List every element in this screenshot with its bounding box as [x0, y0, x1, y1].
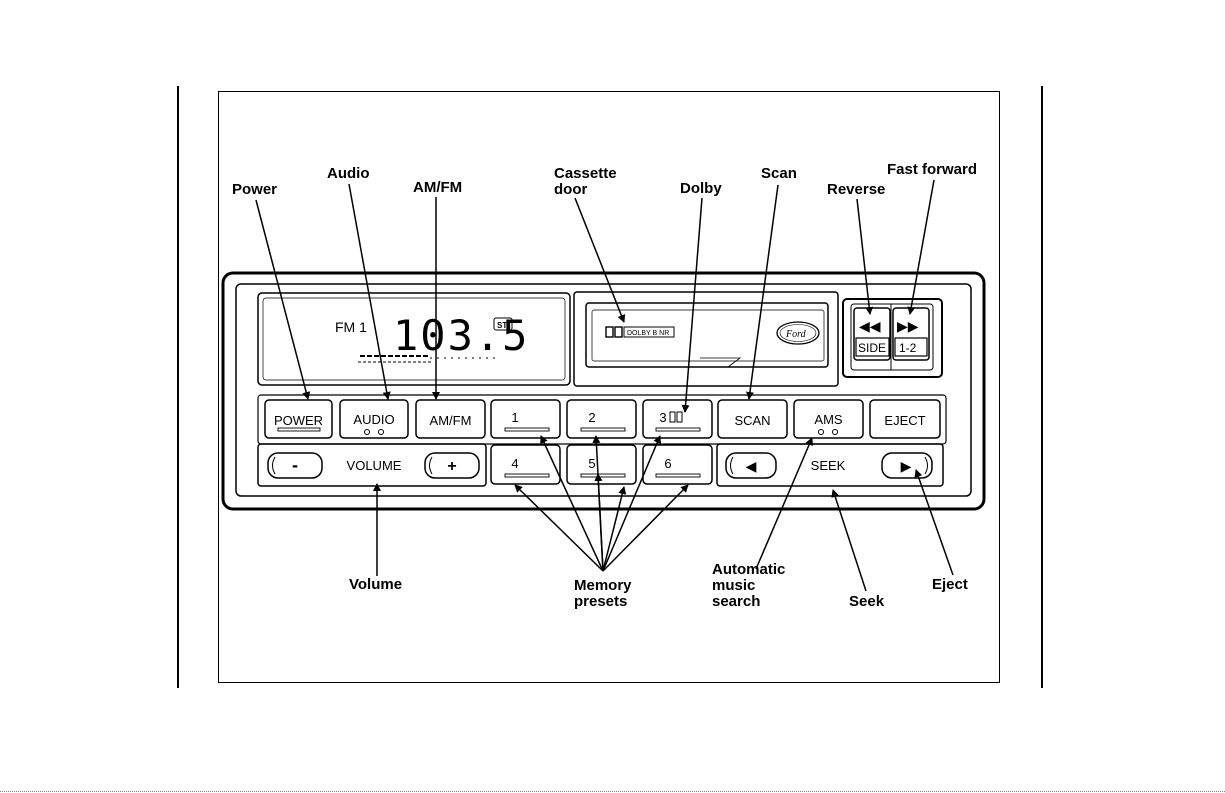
volume-label: VOLUME: [347, 458, 402, 473]
preset-2-button[interactable]: [567, 400, 636, 438]
preset-1-label: 1: [511, 410, 518, 425]
preset-3-dolby-icon: [670, 412, 675, 422]
amfm-button-label: AM/FM: [430, 413, 472, 428]
ams-button-label: AMS: [814, 412, 843, 427]
callout-seek: Seek: [849, 594, 884, 610]
side-number-label: 1-2: [899, 341, 917, 355]
ford-logo-text: Ford: [785, 329, 807, 340]
seek-label: SEEK: [811, 458, 846, 473]
dolby-badge-text: DOLBY B NR: [627, 330, 669, 337]
scan-button-label: SCAN: [734, 413, 770, 428]
preset-5-label: 5: [588, 456, 595, 471]
reverse-symbol: ◀◀: [859, 319, 881, 335]
fast-forward-symbol: ▶▶: [897, 319, 919, 335]
callout-cassette-door: Cassette door: [554, 166, 617, 198]
preset-4-button[interactable]: [491, 445, 560, 484]
display-band: FM 1: [335, 319, 367, 335]
preset-1-button[interactable]: [491, 400, 560, 438]
preset-6-label: 6: [664, 456, 671, 471]
volume-down-label: -: [292, 455, 298, 475]
preset-4-label: 4: [511, 456, 518, 471]
callout-power: Power: [232, 182, 277, 198]
seek-down-icon: ◀: [746, 459, 757, 475]
callout-volume: Volume: [349, 577, 402, 593]
stereo-label: ST: [497, 321, 507, 330]
power-button-label: POWER: [274, 413, 323, 428]
volume-up-label: +: [447, 458, 456, 475]
callout-dolby: Dolby: [680, 181, 722, 197]
side-label: SIDE: [858, 341, 886, 355]
callout-fast-forward: Fast forward: [887, 162, 977, 178]
callout-amfm: AM/FM: [413, 180, 462, 196]
preset-3-label: 3: [659, 410, 666, 425]
callout-eject: Eject: [932, 577, 968, 593]
callout-audio: Audio: [327, 166, 370, 182]
preset-2-label: 2: [588, 410, 595, 425]
preset-5-button[interactable]: [567, 445, 636, 484]
seek-up-icon: ▶: [901, 459, 912, 475]
dolby-logo-left: [606, 327, 613, 337]
callout-reverse: Reverse: [827, 182, 885, 198]
eject-button-label: EJECT: [884, 413, 925, 428]
callout-automatic-music-search: Automatic music search: [712, 562, 785, 610]
callout-memory-presets: Memory presets: [574, 578, 632, 610]
dolby-logo-right: [615, 327, 622, 337]
audio-button-label: AUDIO: [353, 412, 394, 427]
callout-scan: Scan: [761, 166, 797, 182]
